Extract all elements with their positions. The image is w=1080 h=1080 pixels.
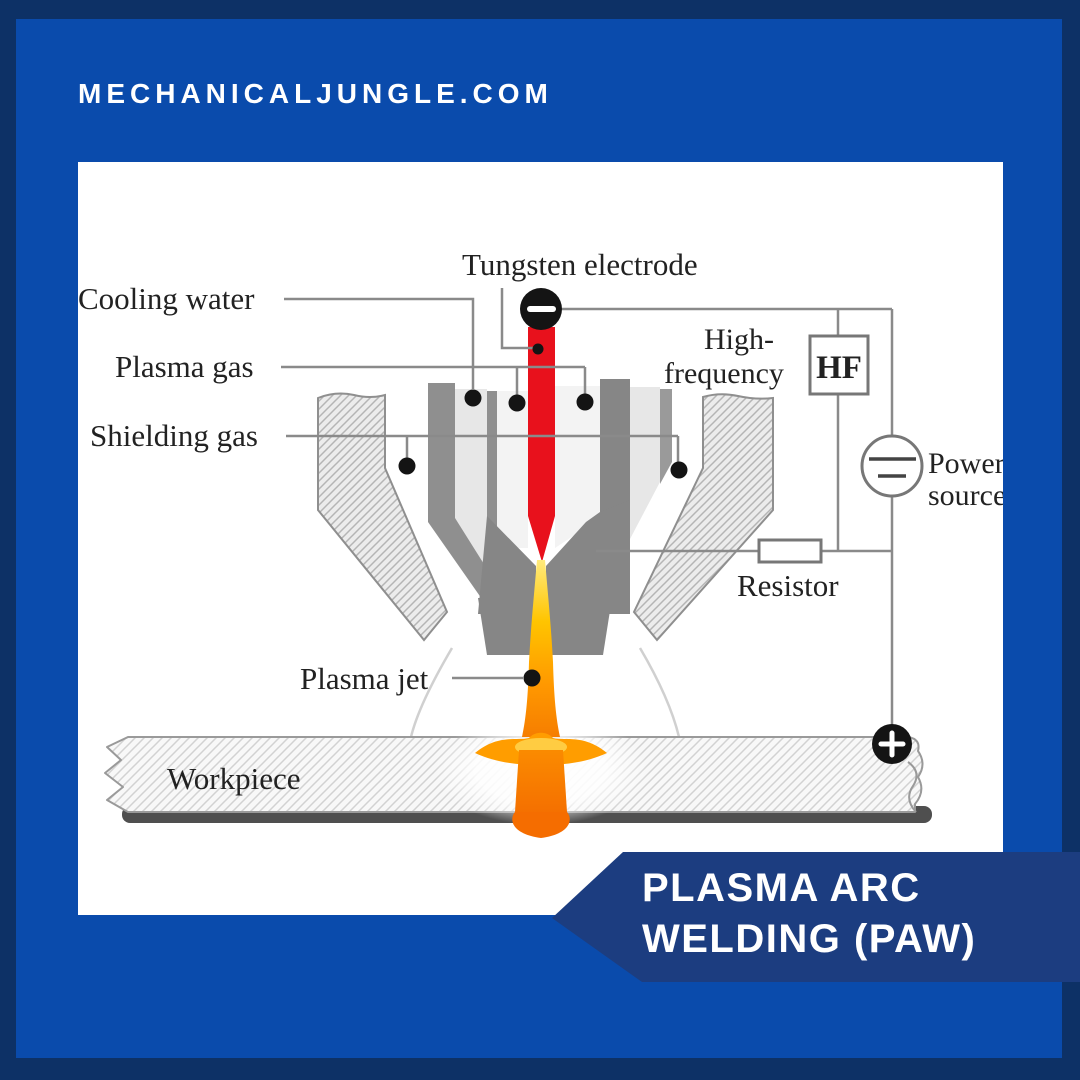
shielding-gas-leader — [286, 434, 680, 462]
wall-left — [428, 383, 499, 602]
hf-box-label: HF — [816, 350, 862, 386]
gas-plume-right — [638, 647, 681, 738]
gas-channel-left — [497, 391, 528, 548]
gas-plume-left — [409, 647, 454, 738]
label-resistor: Resistor — [737, 568, 839, 603]
label-high-frequency-1: High- — [704, 323, 774, 356]
tungsten-electrode-rod — [528, 327, 555, 562]
label-shielding-gas: Shielding gas — [90, 418, 258, 453]
outer-shell-right — [632, 393, 774, 642]
label-plasma-jet: Plasma jet — [300, 661, 429, 696]
banner-line2: WELDING (PAW) — [642, 917, 977, 961]
circuit-wires — [281, 288, 894, 724]
gas-channel-right — [555, 386, 600, 548]
workpiece-right-squiggle — [907, 761, 918, 813]
negative-terminal-icon — [520, 288, 562, 330]
resistor-symbol — [757, 538, 823, 564]
nozzle-left-converge — [478, 516, 536, 614]
label-workpiece: Workpiece — [167, 761, 301, 796]
positive-terminal-icon — [872, 724, 912, 764]
label-plasma-gas: Plasma gas — [115, 349, 254, 384]
diagram-panel: HF Cooling water Plasma gas — [78, 162, 1003, 915]
plasma-gas-leader — [281, 365, 587, 395]
plasma-jet-group — [475, 560, 607, 838]
banner-line1: PLASMA ARC — [642, 866, 921, 910]
torch-assembly — [317, 327, 774, 655]
hf-unit: HF — [808, 334, 870, 396]
label-cooling-water: Cooling water — [78, 281, 255, 316]
cooling-channel-right — [606, 387, 660, 560]
nozzle-right-converge — [546, 500, 630, 614]
tungsten-leader — [500, 288, 533, 350]
cooling-water-leader — [284, 297, 475, 389]
label-high-frequency-2: frequency — [664, 357, 784, 390]
label-power-source-2: source — [928, 479, 1003, 512]
connection-dots — [398, 343, 688, 687]
keyhole-column — [515, 750, 567, 812]
diagram-labels: Cooling water Plasma gas Shielding gas T… — [78, 247, 1003, 796]
power-source-icon — [860, 434, 924, 498]
label-power-source-1: Power — [928, 447, 1003, 480]
title-banner: PLASMA ARC WELDING (PAW) — [552, 852, 1080, 982]
root-bulge — [512, 812, 570, 838]
outer-shell-left — [317, 392, 449, 642]
label-tungsten-electrode: Tungsten electrode — [462, 247, 698, 282]
paw-diagram: HF Cooling water Plasma gas — [78, 247, 1003, 838]
site-header: MECHANICALJUNGLE.COM — [78, 78, 553, 109]
plasma-jet-stream — [522, 560, 560, 737]
